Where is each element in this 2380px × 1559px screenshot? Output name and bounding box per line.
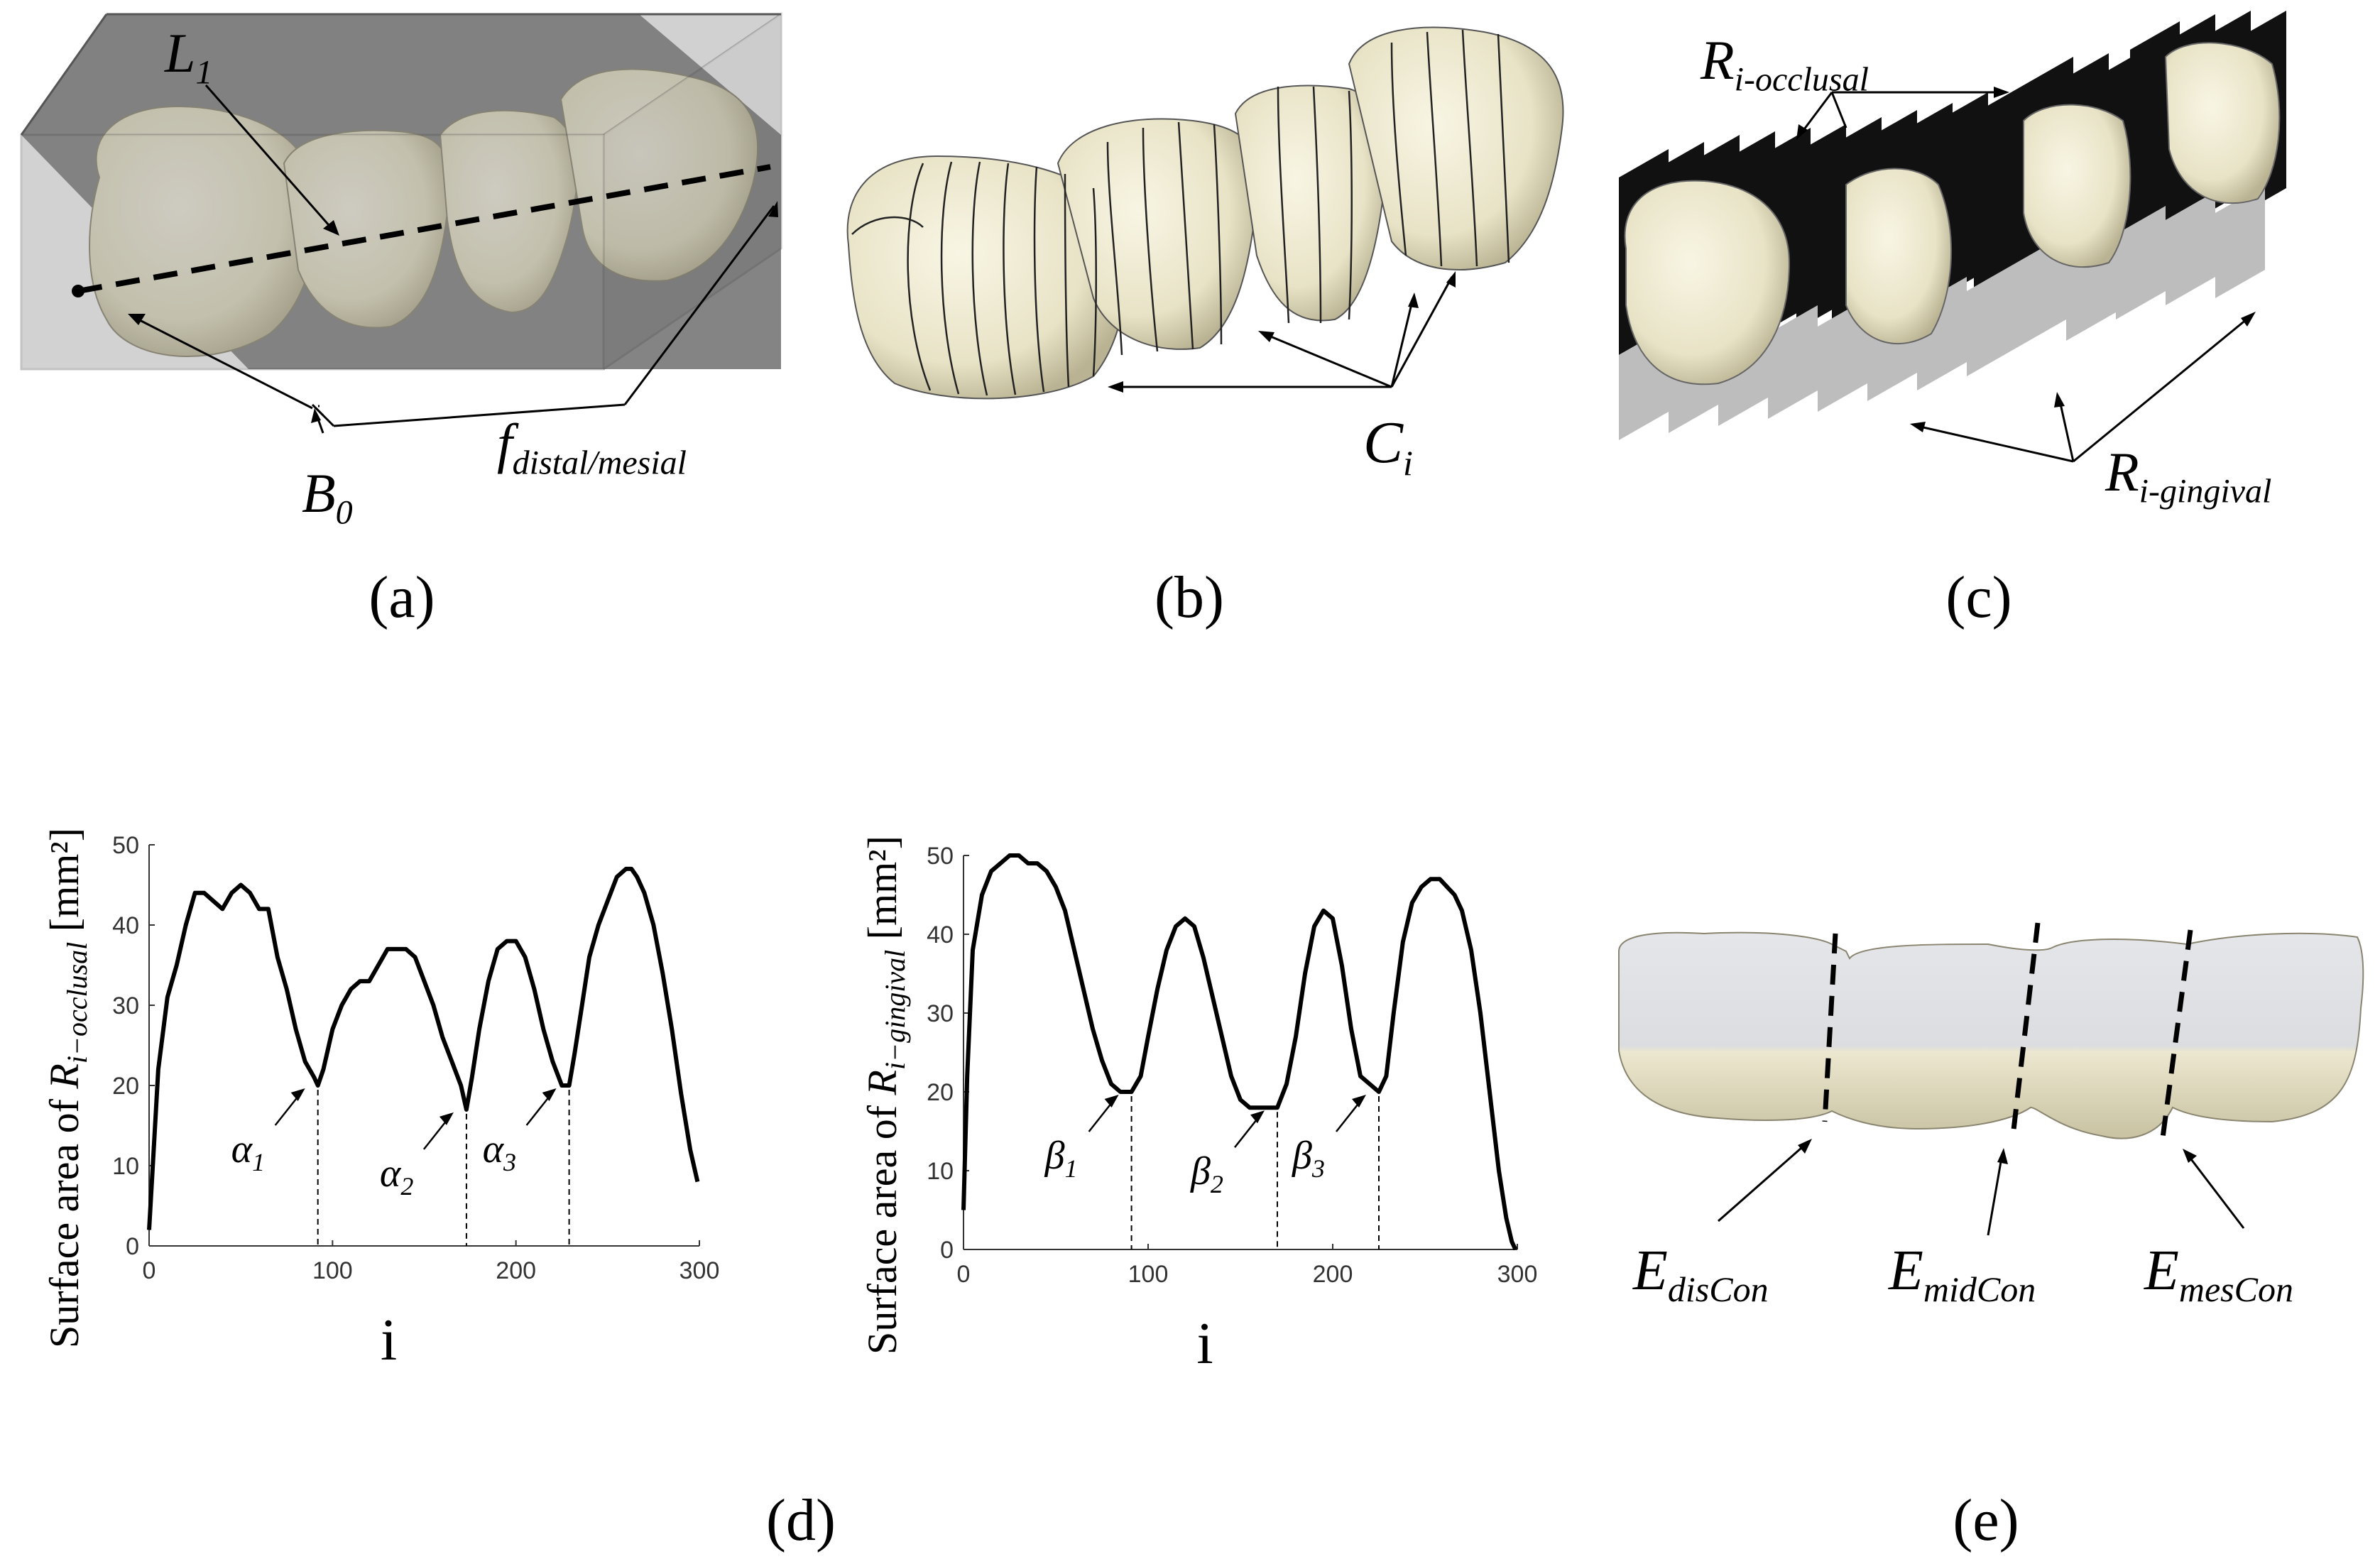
y-tick-label: 50	[112, 832, 139, 859]
minimum-arrowhead	[1104, 1095, 1119, 1107]
bounding-box-front	[21, 14, 781, 135]
y-tick-label: 30	[112, 992, 139, 1019]
y-tick-label: 30	[927, 1000, 954, 1027]
minimum-label: α1	[231, 1127, 265, 1176]
bounding-box-outline	[20, 133, 605, 371]
x-axis-label: i	[1196, 1311, 1213, 1377]
panel-b-label: (b)	[1154, 564, 1224, 630]
chart-gingival: 0 100 200 300 0 10 20 30 40 50 β1 β2 β3 i Surface area…	[859, 836, 1537, 1377]
minimum-arrowhead	[290, 1088, 305, 1101]
minimum-arrowhead	[542, 1088, 557, 1101]
x-tick-label: 0	[143, 1257, 156, 1284]
y-axis-label: Surface area of Ri−occlusal [mm²]	[41, 828, 93, 1348]
panel-d-label: (d)	[766, 1487, 836, 1553]
minimum-label: β3	[1292, 1134, 1325, 1183]
axis-line-L1	[77, 164, 771, 294]
contact-line-mesial	[2159, 929, 2193, 1144]
x-tick-label: 100	[312, 1257, 353, 1284]
label-Ci: Ci	[1363, 410, 1413, 483]
y-tick-label: 0	[126, 1233, 139, 1260]
panel-e-drawing	[1618, 922, 2364, 1236]
y-tick-label: 20	[112, 1073, 139, 1100]
minimum-arrowhead	[1250, 1110, 1265, 1124]
tooth-row-a	[89, 68, 759, 357]
y-tick-label: 20	[927, 1079, 954, 1106]
panel-a-label: (a)	[369, 564, 435, 630]
y-tick-label: 40	[112, 912, 139, 939]
label-R-occlusal: Ri-occlusal	[1701, 29, 1869, 99]
minimum-label: α2	[380, 1152, 413, 1200]
label-E-disCon: EdisCon	[1633, 1240, 1769, 1309]
chart-occlusal: 0 100 200 300 0 10 20 30 40 50 α1 α2 α3 i Surface area…	[41, 828, 719, 1373]
series-line	[961, 853, 1518, 1251]
x-tick-label: 100	[1128, 1261, 1169, 1288]
label-E-mesCon: EmesCon	[2144, 1240, 2293, 1309]
x-axis-label: i	[381, 1307, 397, 1373]
minimum-arrowhead	[1352, 1095, 1366, 1107]
minimum-label: α3	[483, 1127, 516, 1176]
y-tick-label: 0	[940, 1237, 954, 1264]
y-tick-label: 10	[112, 1153, 139, 1180]
y-axis-label: Surface area of Ri−gingival [mm²]	[859, 836, 911, 1355]
contact-line-distal	[1822, 933, 1838, 1122]
y-tick-label: 10	[927, 1158, 954, 1185]
x-tick-label: 200	[496, 1257, 536, 1284]
minimum-label: β2	[1190, 1149, 1223, 1198]
minimum-arrowhead	[439, 1112, 454, 1125]
panel-a-drawing	[20, 12, 782, 434]
x-tick-label: 300	[1497, 1261, 1538, 1288]
panel-b-drawing	[846, 26, 1564, 400]
series-line	[147, 866, 700, 1230]
label-L1: L1	[165, 22, 213, 92]
x-tick-label: 300	[679, 1257, 720, 1284]
label-E-midCon: EmidCon	[1889, 1240, 2036, 1309]
label-B0: B0	[302, 462, 353, 532]
contact-line-mid	[2010, 922, 2041, 1137]
y-tick-label: 40	[927, 921, 954, 948]
x-tick-label: 200	[1313, 1261, 1353, 1288]
minimum-label: β1	[1044, 1134, 1078, 1183]
label-R-gingival: Ri-gingival	[2105, 441, 2272, 510]
panel-e-label: (e)	[1953, 1487, 2019, 1553]
x-tick-label: 0	[957, 1261, 971, 1288]
panel-c-drawing	[1619, 11, 2286, 463]
panel-c-label: (c)	[1945, 564, 2012, 630]
label-f-distal-mesial: fdistal/mesial	[497, 412, 687, 482]
y-tick-label: 50	[927, 843, 954, 870]
